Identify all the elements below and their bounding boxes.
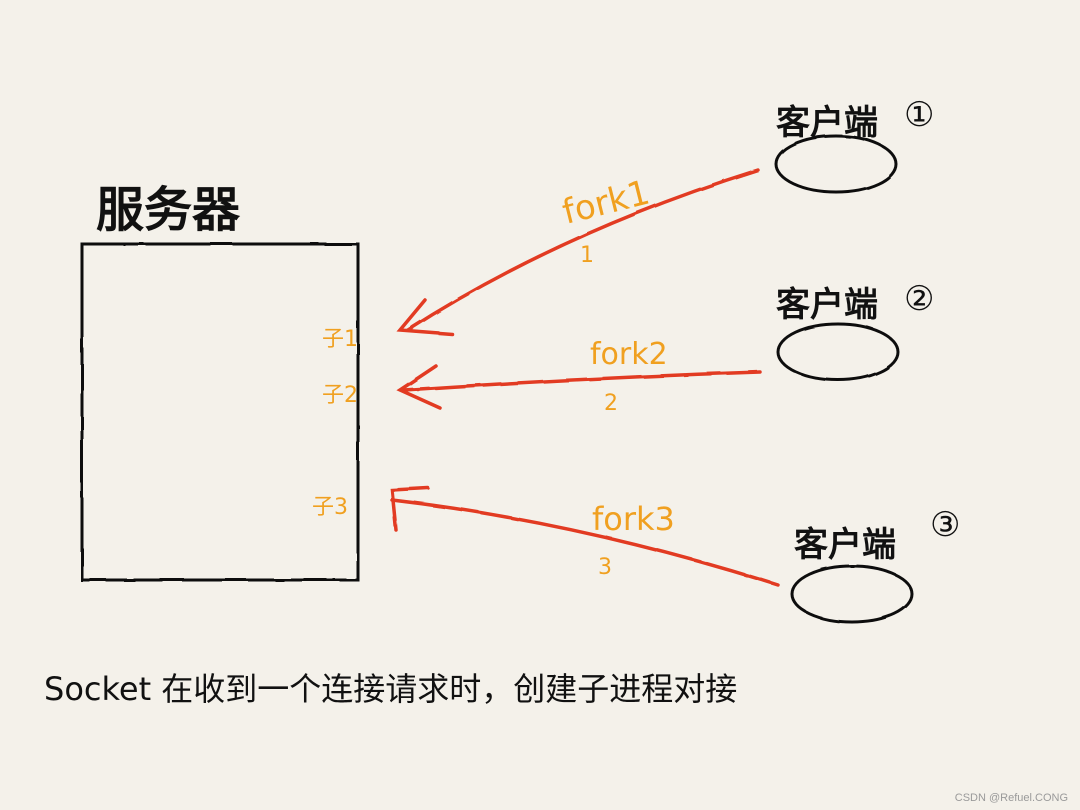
fork-num-1: 1 [580,243,594,268]
arrow-fork3 [390,498,780,587]
client-mark-2: ② [904,279,934,319]
client-label-2: 客户端 [776,285,878,325]
fork-label-2: fork2 [590,337,668,372]
arrow-fork2 [402,370,762,392]
client-mark-1: ① [904,95,934,135]
fork-label-1: fork1 [559,173,654,233]
arrowhead-fork3 [390,486,430,532]
fork-label-3: fork3 [592,500,675,538]
child-label-1: 子1 [322,327,358,352]
fork-num-3: 3 [598,555,612,580]
client-ellipse-3 [790,564,914,624]
child-label-2: 子2 [322,383,358,408]
client-ellipse-1 [774,134,898,194]
child-label-3: 子3 [312,495,348,520]
fork-num-2: 2 [604,391,618,416]
server-box [80,242,360,582]
client-ellipse-2 [776,322,900,382]
arrowhead-fork1 [396,298,454,336]
caption: Socket 在收到一个连接请求时，创建子进程对接 [44,670,737,708]
client-mark-3: ③ [930,505,960,545]
client-label-3: 客户端 [794,525,896,565]
arrow-fork1 [406,168,760,332]
arrowhead-fork2 [396,364,442,410]
server-title: 服务器 [96,182,241,238]
watermark: CSDN @Refuel.CONG [954,792,1068,804]
